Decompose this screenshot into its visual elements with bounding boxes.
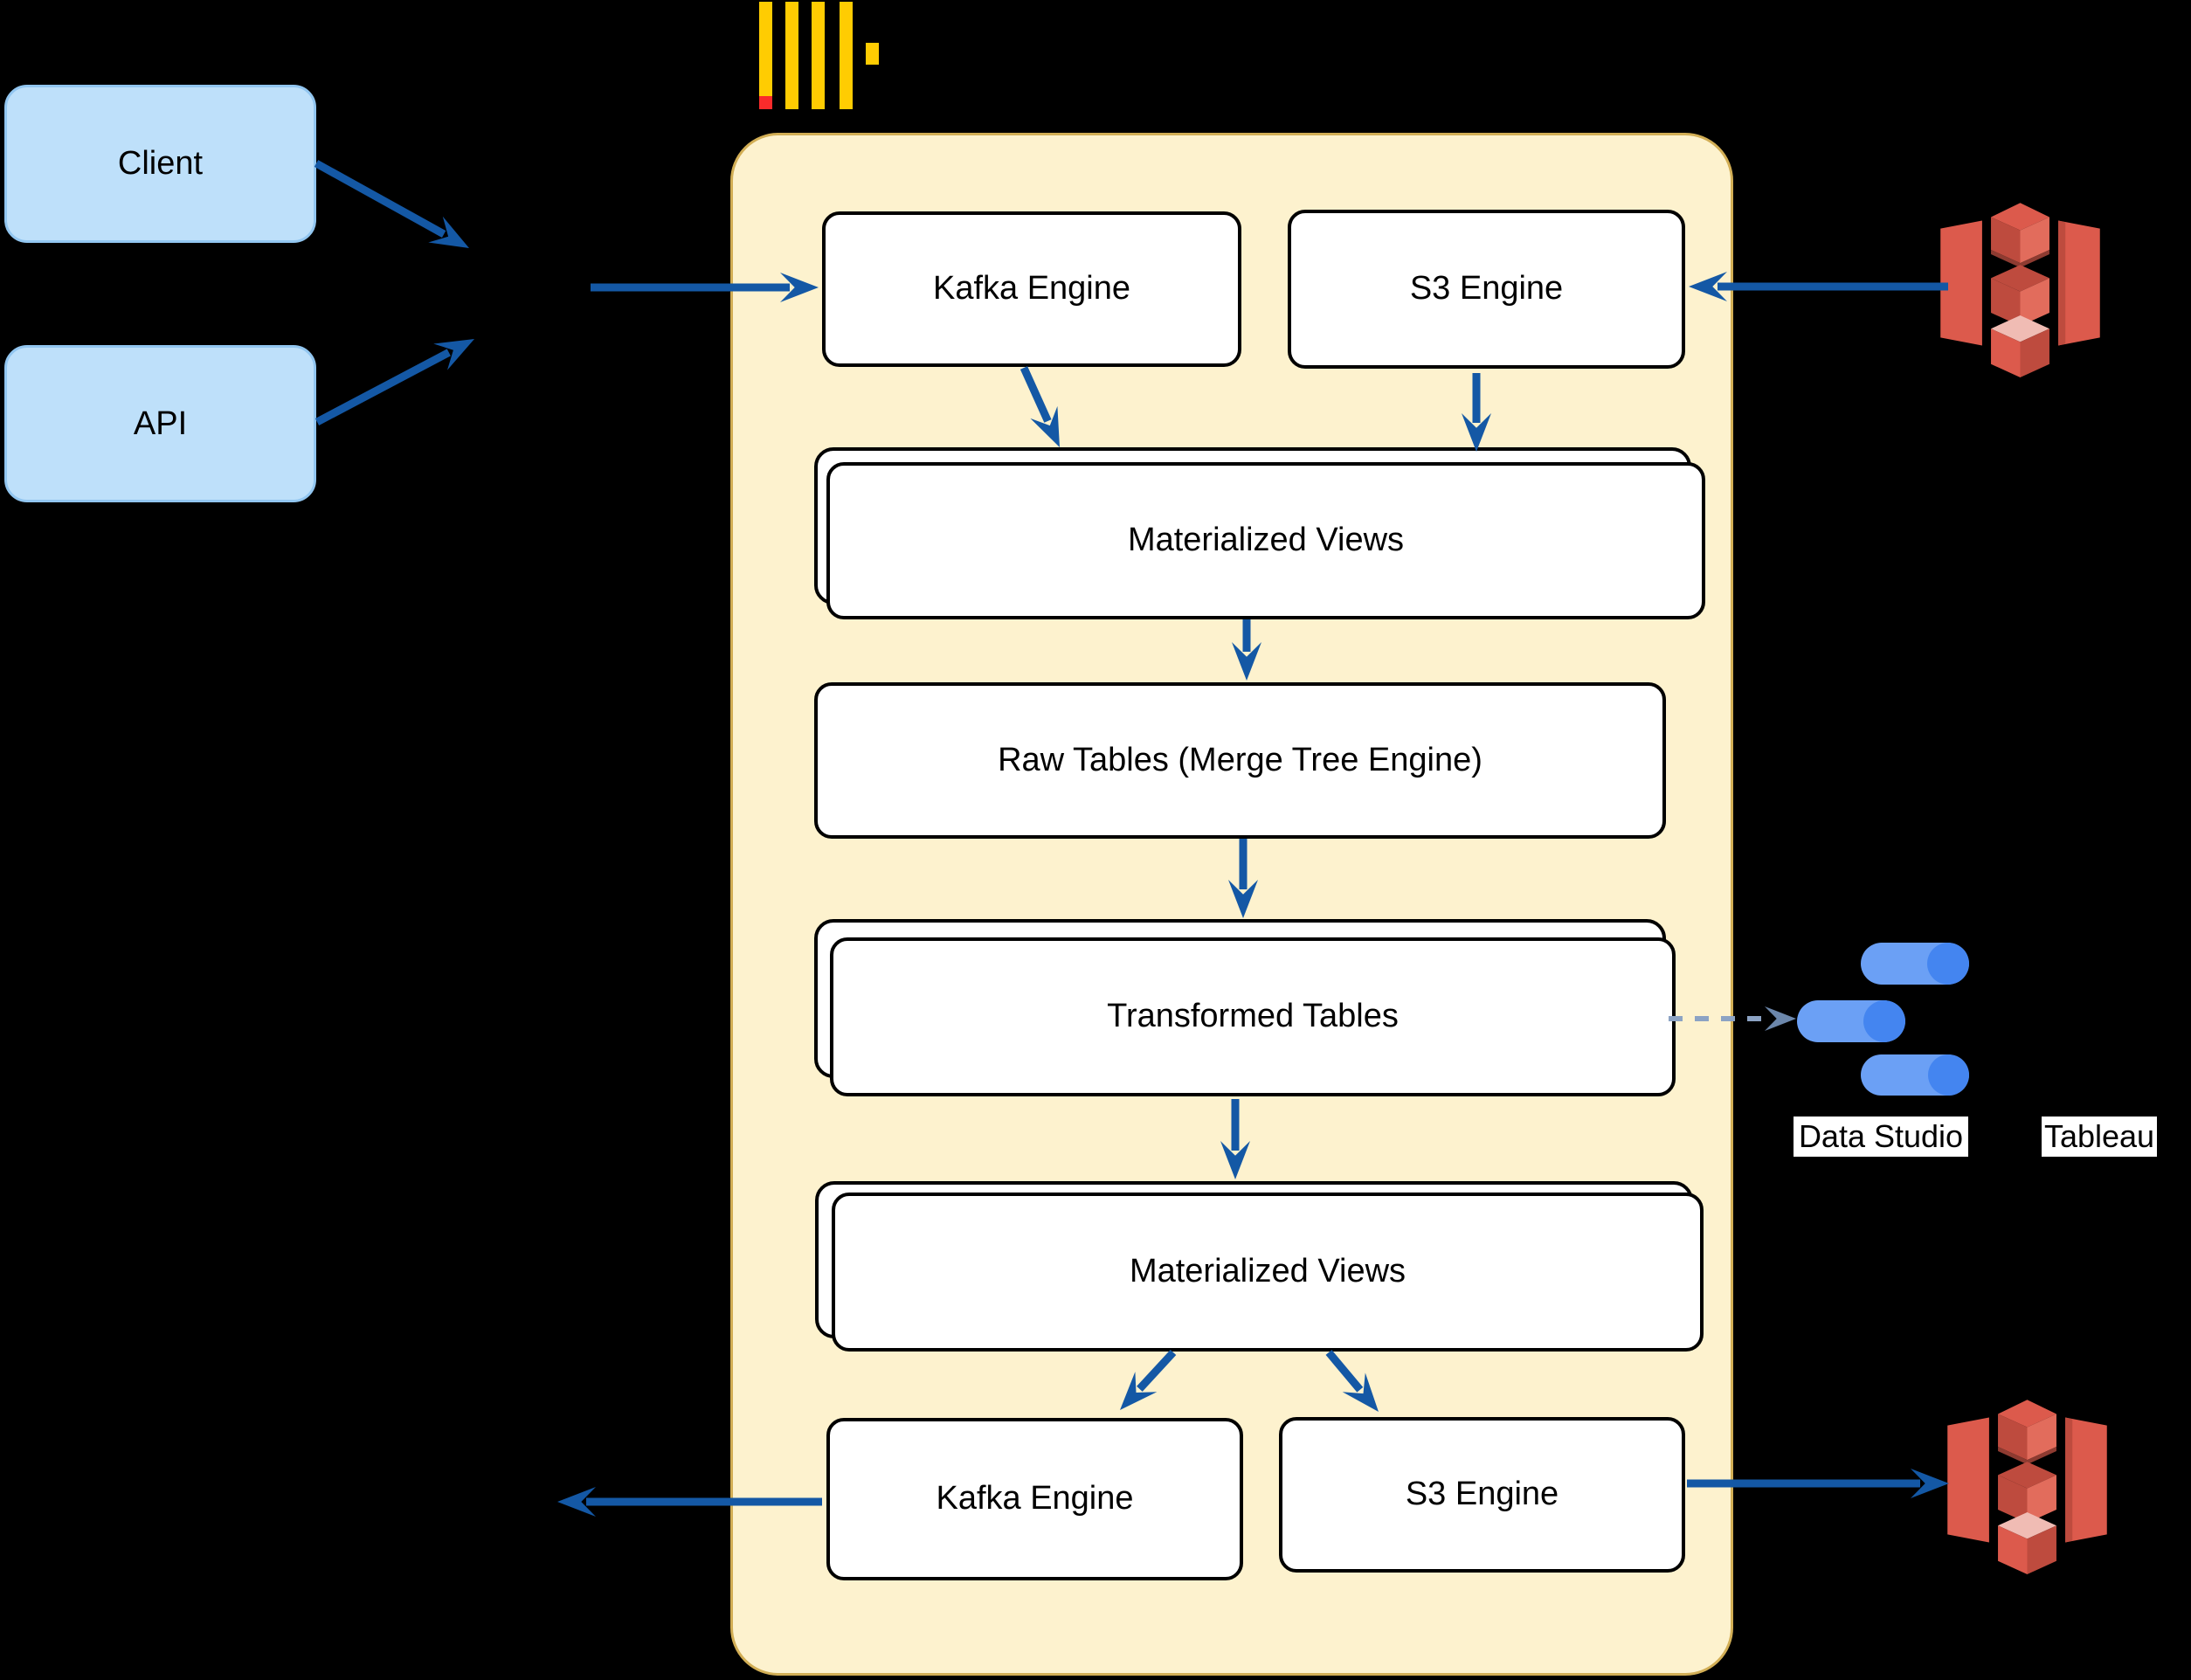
node-s3-engine-bottom-label: S3 Engine — [1405, 1476, 1559, 1513]
node-api: API — [4, 345, 316, 502]
data-studio-bar — [1797, 1000, 1905, 1042]
node-materialized-views-bottom: Materialized Views — [832, 1193, 1704, 1352]
data-studio-label-text: Data Studio — [1798, 1118, 1964, 1154]
clickhouse-logo-icon — [759, 2, 881, 110]
node-s3-engine-top: S3 Engine — [1288, 210, 1685, 369]
node-kafka-engine-bottom-label: Kafka Engine — [936, 1480, 1134, 1518]
aws-s3-icon — [1940, 203, 2100, 377]
arrow-client-to-ingest — [314, 160, 469, 248]
node-kafka-engine-top: Kafka Engine — [822, 211, 1241, 367]
arrow-api-to-ingest — [314, 339, 474, 425]
aws-s3-icon — [1947, 1400, 2107, 1574]
tableau-label: Tableau — [2042, 1117, 2157, 1157]
clickhouse-bar — [866, 43, 879, 65]
clickhouse-bar — [840, 2, 853, 109]
node-client: Client — [4, 85, 316, 243]
node-materialized-views-bottom-label: Materialized Views — [1129, 1253, 1407, 1290]
node-transformed-tables-label: Transformed Tables — [1107, 998, 1399, 1035]
node-kafka-engine-bottom: Kafka Engine — [826, 1418, 1243, 1580]
tableau-label-text: Tableau — [2043, 1118, 2155, 1154]
clickhouse-red-block — [759, 96, 772, 109]
node-raw-tables-label: Raw Tables (Merge Tree Engine) — [998, 741, 1483, 778]
node-s3-engine-bottom: S3 Engine — [1279, 1417, 1685, 1573]
data-studio-label: Data Studio — [1794, 1117, 1968, 1157]
clickhouse-bar — [812, 2, 825, 109]
node-s3-engine-top-label: S3 Engine — [1409, 270, 1564, 308]
clickhouse-bar — [785, 2, 798, 109]
node-materialized-views-top-label: Materialized Views — [1127, 522, 1405, 559]
data-studio-bar — [1861, 1054, 1969, 1096]
node-transformed-tables: Transformed Tables — [830, 937, 1676, 1096]
node-materialized-views-top: Materialized Views — [826, 462, 1705, 619]
node-kafka-engine-top-label: Kafka Engine — [932, 270, 1131, 308]
data-studio-bar — [1861, 943, 1969, 985]
node-client-label: Client — [117, 145, 204, 182]
node-api-label: API — [133, 404, 188, 442]
clickhouse-bar — [759, 2, 772, 96]
node-raw-tables: Raw Tables (Merge Tree Engine) — [814, 682, 1666, 839]
data-studio-icon — [1797, 943, 1972, 1096]
